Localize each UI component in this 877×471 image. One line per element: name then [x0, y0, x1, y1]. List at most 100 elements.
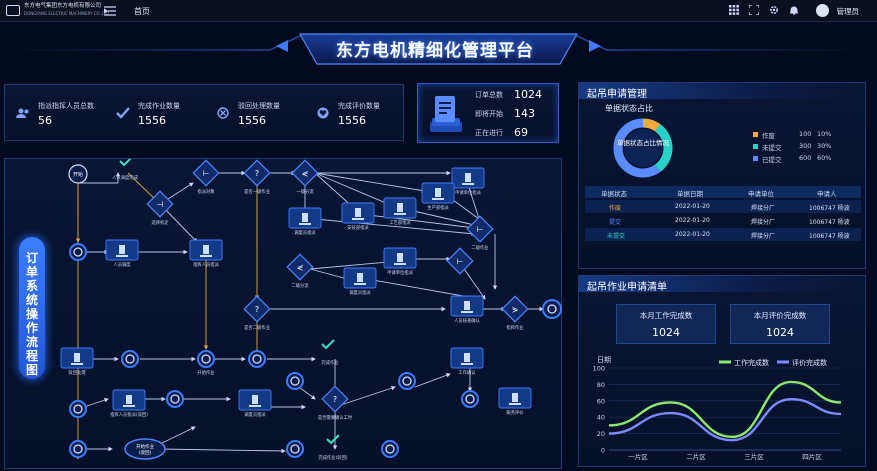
flow-connector: [314, 172, 426, 193]
flow-task-icon: [249, 395, 261, 407]
flow-node-label: 开始作业: [197, 369, 215, 376]
flow-circle-core: [385, 444, 395, 454]
x-tick-label: 二片区: [686, 452, 706, 461]
org-name: 东方电气集团东方电机有限公司: [24, 3, 102, 9]
stat-label: 指派指挥人员总数: [38, 102, 94, 110]
y-tick-label: 40: [597, 414, 605, 422]
flow-title-text: 订 单 系 统 操 作 流 程 图: [25, 251, 38, 377]
y-tick-label: 60: [597, 397, 605, 405]
flow-node-label: 指挥人员指派: [193, 261, 219, 268]
flow-decision-symbol: ⊣: [157, 200, 164, 209]
stat-rejected: 驳回处理数量 1556: [205, 85, 305, 142]
orders-total-value: 1024: [514, 88, 542, 101]
y-tick-label: 0: [601, 447, 605, 455]
flow-start-job-node: [124, 438, 166, 460]
flow-start-node: [68, 164, 88, 184]
col-status: 单据状态: [601, 190, 627, 198]
apps-grid-icon[interactable]: [729, 5, 739, 15]
stat-evaluated: 完成评价数量 1556: [305, 85, 405, 142]
flow-decision-node: [291, 159, 319, 187]
org-name-en: DONGFANG ELECTRIC MACHINERY CO.,LTD: [24, 11, 110, 16]
x-tick-label: 一片区: [628, 452, 648, 461]
table-row[interactable]: 未提交 2022-01-20 焊接分厂 1006747 杨波: [585, 228, 861, 241]
menu-collapse-icon[interactable]: [104, 6, 116, 16]
flow-node-label: 人员调度: [113, 261, 131, 268]
flow-circle-node: [248, 350, 266, 368]
flow-task-icon: [352, 208, 364, 220]
flow-circle-node: [166, 390, 184, 408]
flow-node-label: 一级分流: [296, 188, 314, 195]
flow-task-icon: [509, 393, 521, 405]
donut-slice-2: [613, 118, 673, 178]
flow-circle-core: [170, 394, 180, 404]
y-axis-label: 日期: [597, 356, 611, 364]
flow-decision-symbol: ⋞: [302, 169, 309, 178]
user-avatar[interactable]: [816, 4, 829, 17]
col-date: 单据日期: [677, 190, 703, 198]
stat-value: 1556: [238, 114, 266, 127]
x-tick-label: 三片区: [744, 452, 764, 461]
flow-decision-symbol: ⋞: [297, 263, 304, 272]
stat-label: 完成作业数量: [138, 102, 180, 110]
flow-task-icon: [354, 273, 366, 285]
y-tick-label: 20: [597, 430, 605, 438]
table-row[interactable]: 作废 2022-01-20 焊接分厂 1006747 杨波: [585, 200, 861, 213]
settings-gear-icon[interactable]: [769, 5, 779, 15]
flow-decision-node: [243, 295, 271, 323]
flow-decision-node: [501, 295, 529, 323]
check-icon: [116, 107, 130, 119]
flow-node-label: 是否一级作业: [244, 188, 270, 195]
flow-circle-core: [290, 444, 300, 454]
flow-connector: [78, 172, 121, 184]
y-tick-label: 80: [597, 381, 605, 389]
flow-circle-node: [69, 440, 87, 458]
orders-inprogress-value: 69: [514, 126, 528, 139]
flow-diagram: 开始人员调度完成⊣选择机走⊢指派对象?是否一级作业⋞一级分流申请单位指派生产部指…: [60, 159, 562, 461]
flow-circle-node: [286, 372, 304, 390]
flow-node-label: 是否二级作业: [244, 324, 270, 331]
flow-node-label: 调度员指派: [349, 289, 371, 296]
flow-decision-symbol: ⊢: [457, 257, 464, 266]
nav-home[interactable]: 首页: [134, 7, 150, 16]
request-table-header: 单据状态 单据日期 申请单位 申请人: [585, 186, 861, 198]
flow-circle-node: [286, 440, 304, 458]
flow-panel: 开始人员调度完成⊣选择机走⊢指派对象?是否一级作业⋞一级分流申请单位指派生产部指…: [4, 158, 562, 469]
donut-center-label: 单据状态占比情况: [617, 139, 669, 147]
flow-task-icon: [123, 395, 135, 407]
flow-connector: [334, 386, 396, 408]
orders-total-label: 订单总数: [475, 91, 503, 99]
flow-connector: [404, 208, 484, 229]
table-row[interactable]: 提交 2022-01-20 焊接分厂 1006747 杨波: [609, 217, 850, 226]
page-title: 东方电机精细化管理平台: [336, 41, 534, 61]
flow-circle-core: [290, 376, 300, 386]
flow-connector: [359, 213, 484, 231]
user-name[interactable]: 管理员: [836, 7, 860, 16]
fullscreen-icon[interactable]: [749, 5, 759, 15]
kpi-work-done: 本月工作完成数 1024: [616, 304, 716, 344]
work-header: 起吊作业申请清单: [579, 276, 865, 293]
flow-node-label: 指派对象: [197, 188, 215, 195]
flow-connector: [159, 426, 196, 445]
flow-task-icon: [462, 173, 474, 185]
flow-task-icon: [432, 188, 444, 200]
flow-circle-core: [73, 444, 83, 454]
stat-value: 1556: [338, 114, 366, 127]
documents-icon: [430, 96, 462, 132]
series-line-1: [608, 397, 842, 442]
flow-decision-node: [466, 215, 494, 243]
donut-slice-1: [613, 118, 673, 178]
flow-task-icon: [116, 245, 128, 257]
flow-circle-node: [121, 350, 139, 368]
flow-circle-core: [73, 404, 83, 414]
flow-connector: [414, 373, 451, 388]
flow-node-label: (驳回): [139, 449, 152, 456]
flow-task-icon: [71, 353, 83, 365]
flow-node-label: 调度员指派: [244, 411, 266, 418]
people-icon: [16, 108, 29, 118]
check-icon: [119, 159, 132, 167]
heart-icon: [317, 107, 329, 119]
stats-panel: 指派指挥人员总数 56 完成作业数量 1556 驳回处理数量 1556 完成评价…: [4, 84, 404, 141]
notification-bell-icon[interactable]: [789, 5, 799, 15]
check-icon: [321, 339, 335, 350]
